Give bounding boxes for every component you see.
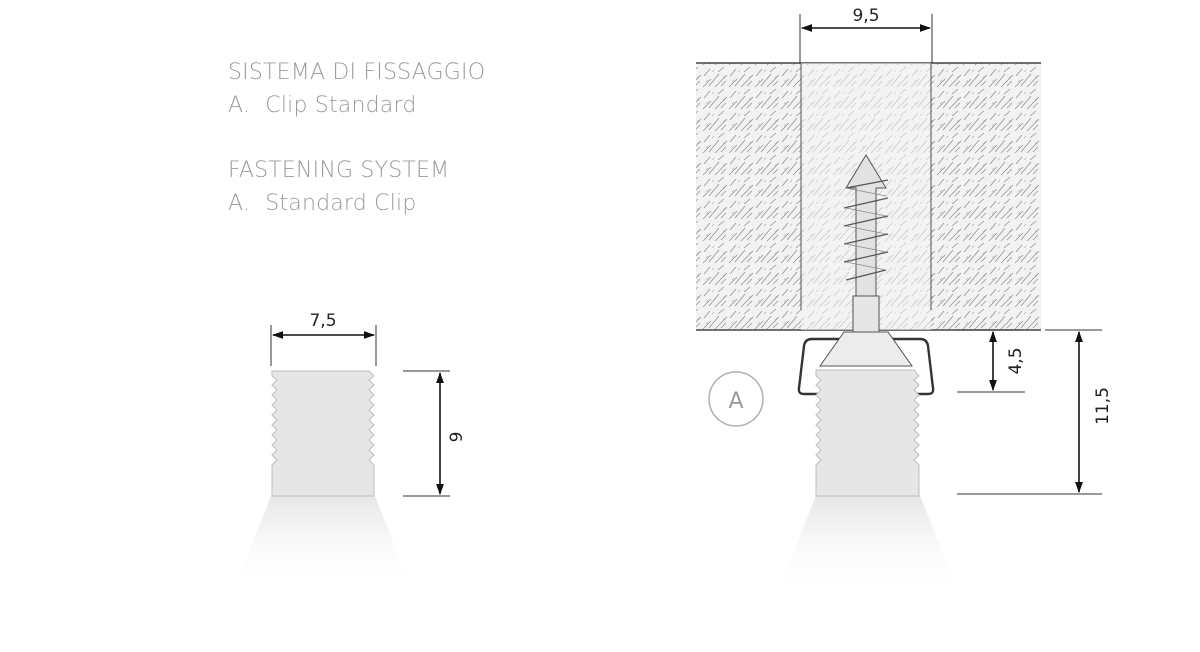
caption-item-label-en: Standard Clip: [265, 191, 417, 216]
led-profile-left: [271, 370, 375, 497]
led-profile-right: [815, 369, 920, 497]
screw: [843, 154, 889, 333]
caption-item-en: A. Standard Clip: [228, 191, 417, 216]
caption-item-letter-it: A.: [228, 93, 251, 118]
dimension-clip-depth-label: 4,5: [1006, 347, 1026, 374]
light-glow-left: [234, 496, 412, 590]
caption-title-it: SISTEMA DI FISSAGGIO: [228, 60, 486, 85]
screw-head: [819, 331, 913, 367]
caption-item-label-it: Clip Standard: [265, 93, 417, 118]
caption-item-it: A. Clip Standard: [228, 93, 417, 118]
detail-marker-circle: [708, 371, 764, 427]
dimension-hole-width-label: 9,5: [852, 6, 879, 26]
light-glow-right: [776, 496, 960, 595]
detail-marker-label: A: [728, 389, 743, 414]
dimension-width-label: 7,5: [309, 311, 336, 331]
caption-item-letter-en: A.: [228, 191, 251, 216]
dimension-total-depth-label: 11,5: [1093, 387, 1113, 425]
dimension-height-label: 9: [447, 432, 467, 443]
caption-title-en: FASTENING SYSTEM: [228, 158, 450, 183]
